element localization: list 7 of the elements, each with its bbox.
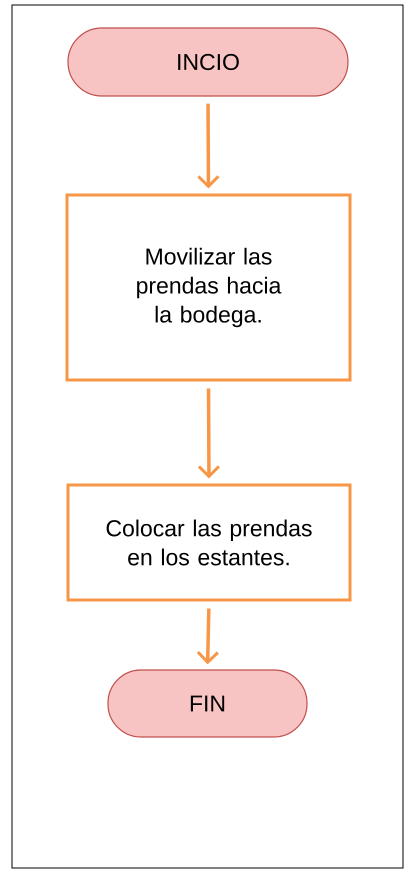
arrow	[196, 608, 219, 664]
process-box: Colocar las prendas en los estantes.	[66, 484, 352, 602]
terminal-pill: INCIO	[67, 27, 349, 97]
arrow	[197, 104, 220, 189]
process-box: Movilizar las prendas hacia la bodega.	[66, 194, 352, 382]
terminal-pill: FIN	[107, 669, 308, 738]
arrow	[198, 388, 220, 478]
